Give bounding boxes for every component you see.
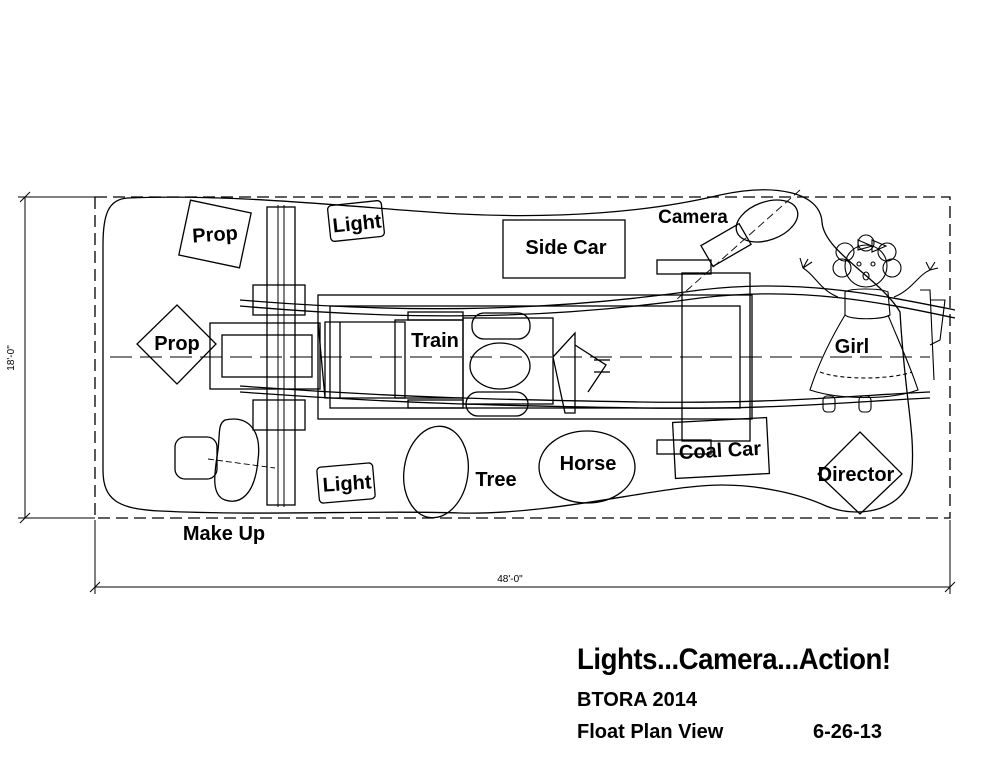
horse-shape xyxy=(538,430,636,504)
makeup-chair xyxy=(174,436,218,480)
camera-body xyxy=(700,222,752,268)
coal-car-shape xyxy=(671,416,771,480)
rail-lower xyxy=(239,385,931,403)
coupler-bottom xyxy=(656,439,712,455)
view-name: Float Plan View xyxy=(577,721,724,743)
wheel-top xyxy=(252,284,306,316)
makeup-seat xyxy=(214,418,260,502)
light-top-label: Light xyxy=(332,210,383,237)
train-shape xyxy=(317,311,610,417)
drawing-title: Lights...Camera...Action! xyxy=(577,643,891,676)
light-top-shape xyxy=(327,200,385,242)
height-dimension-label: 18'-0" xyxy=(6,345,17,371)
light-bottom-shape xyxy=(316,462,376,504)
float-outline xyxy=(102,189,914,514)
axle-beam xyxy=(266,206,296,506)
tree-label: Tree xyxy=(475,469,516,491)
side-car-label: Side Car xyxy=(525,237,606,259)
director-label: Director xyxy=(818,464,895,486)
girl-label: Girl xyxy=(835,336,869,358)
light-bottom-label: Light xyxy=(322,471,373,496)
rail-upper-2 xyxy=(239,293,956,319)
width-dimension-label: 48'-0" xyxy=(497,574,523,585)
horse-label: Horse xyxy=(560,453,617,475)
camera-axis xyxy=(675,189,801,301)
side-car-shape xyxy=(502,219,626,279)
rail-lower-2 xyxy=(239,391,931,409)
drawing-date: 6-26-13 xyxy=(813,721,882,743)
prop-left-label: Prop xyxy=(154,333,200,355)
camera-label: Camera xyxy=(658,207,728,228)
rail-upper xyxy=(239,285,956,311)
view-line: Float Plan View 6-26-13 xyxy=(577,716,977,748)
wheel-bottom xyxy=(252,399,306,431)
height-dimension xyxy=(18,191,95,524)
make-up-label: Make Up xyxy=(183,523,265,545)
director-shape xyxy=(817,431,903,515)
tree-shape xyxy=(403,425,469,519)
camera-lens xyxy=(735,199,799,243)
prop-top-shape xyxy=(178,199,252,269)
organization-line: BTORA 2014 xyxy=(577,689,698,711)
coupler-top xyxy=(656,259,712,275)
prop-top-label: Prop xyxy=(192,222,239,247)
float-envelope-dashed xyxy=(94,196,951,519)
coal-car-label: Coal Car xyxy=(678,438,762,464)
rear-frame xyxy=(681,272,751,442)
prop-left-shape xyxy=(136,304,217,385)
chassis-frame xyxy=(317,294,753,420)
tongue-frame xyxy=(209,322,321,390)
train-label: Train xyxy=(411,330,459,352)
girl-figure xyxy=(799,234,946,413)
title-block: Lights...Camera...Action! BTORA 2014 Flo… xyxy=(577,636,977,748)
width-dimension xyxy=(89,520,956,594)
